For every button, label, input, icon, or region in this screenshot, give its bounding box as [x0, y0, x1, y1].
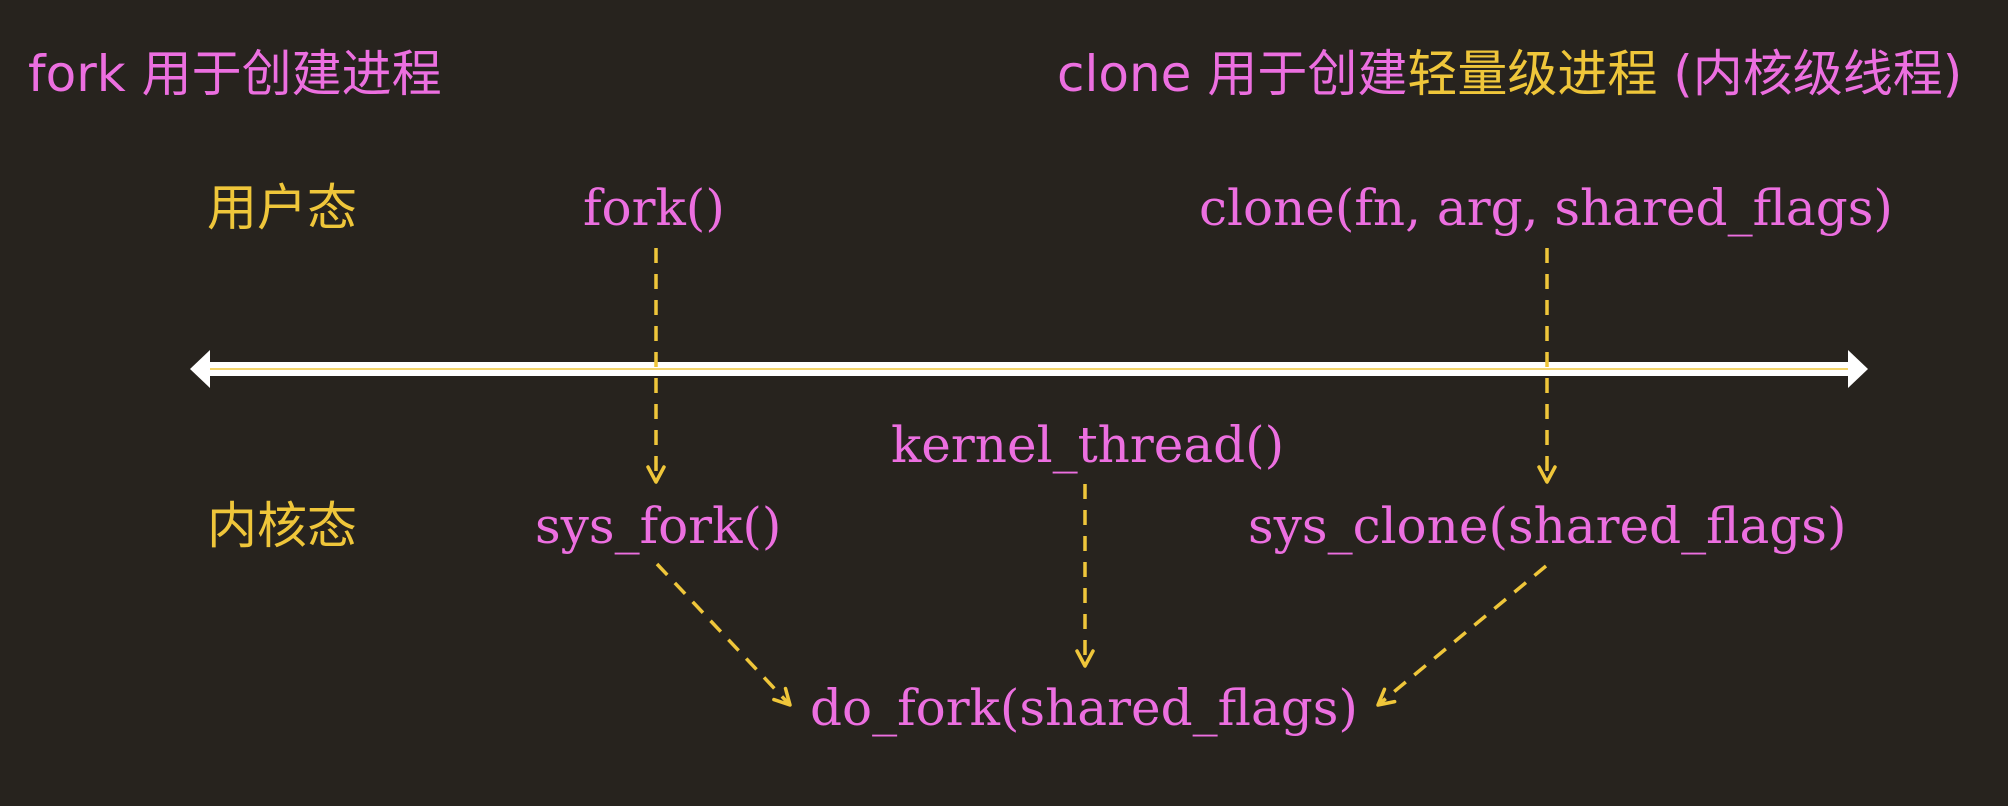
kernel-thread-call-label: kernel_thread()	[891, 416, 1285, 474]
sys-fork-call-label: sys_fork()	[535, 497, 782, 555]
sys-fork-to-do-fork-arrow	[655, 562, 792, 707]
clone-call-label: clone(fn, arg, shared_flags)	[1199, 179, 1893, 237]
clone-title-prefix: clone 用于创建	[1057, 45, 1408, 103]
fork-call-label: fork()	[583, 179, 725, 237]
kernel-mode-label: 内核态	[207, 497, 357, 555]
do-fork-call-label: do_fork(shared_flags)	[810, 679, 1358, 737]
clone-title-highlight: 轻量级进程	[1407, 45, 1658, 103]
clone-title: clone 用于创建轻量级进程 (内核级线程)	[1057, 44, 1962, 104]
user-mode-label: 用户态	[207, 179, 357, 237]
clone-title-suffix: (内核级线程)	[1657, 45, 1963, 103]
sys-clone-to-do-fork-arrow	[1376, 564, 1548, 707]
fork-title: fork 用于创建进程	[28, 45, 442, 103]
user-kernel-boundary-arrow	[190, 350, 1868, 388]
sys-clone-call-label: sys_clone(shared_flags)	[1248, 497, 1847, 555]
